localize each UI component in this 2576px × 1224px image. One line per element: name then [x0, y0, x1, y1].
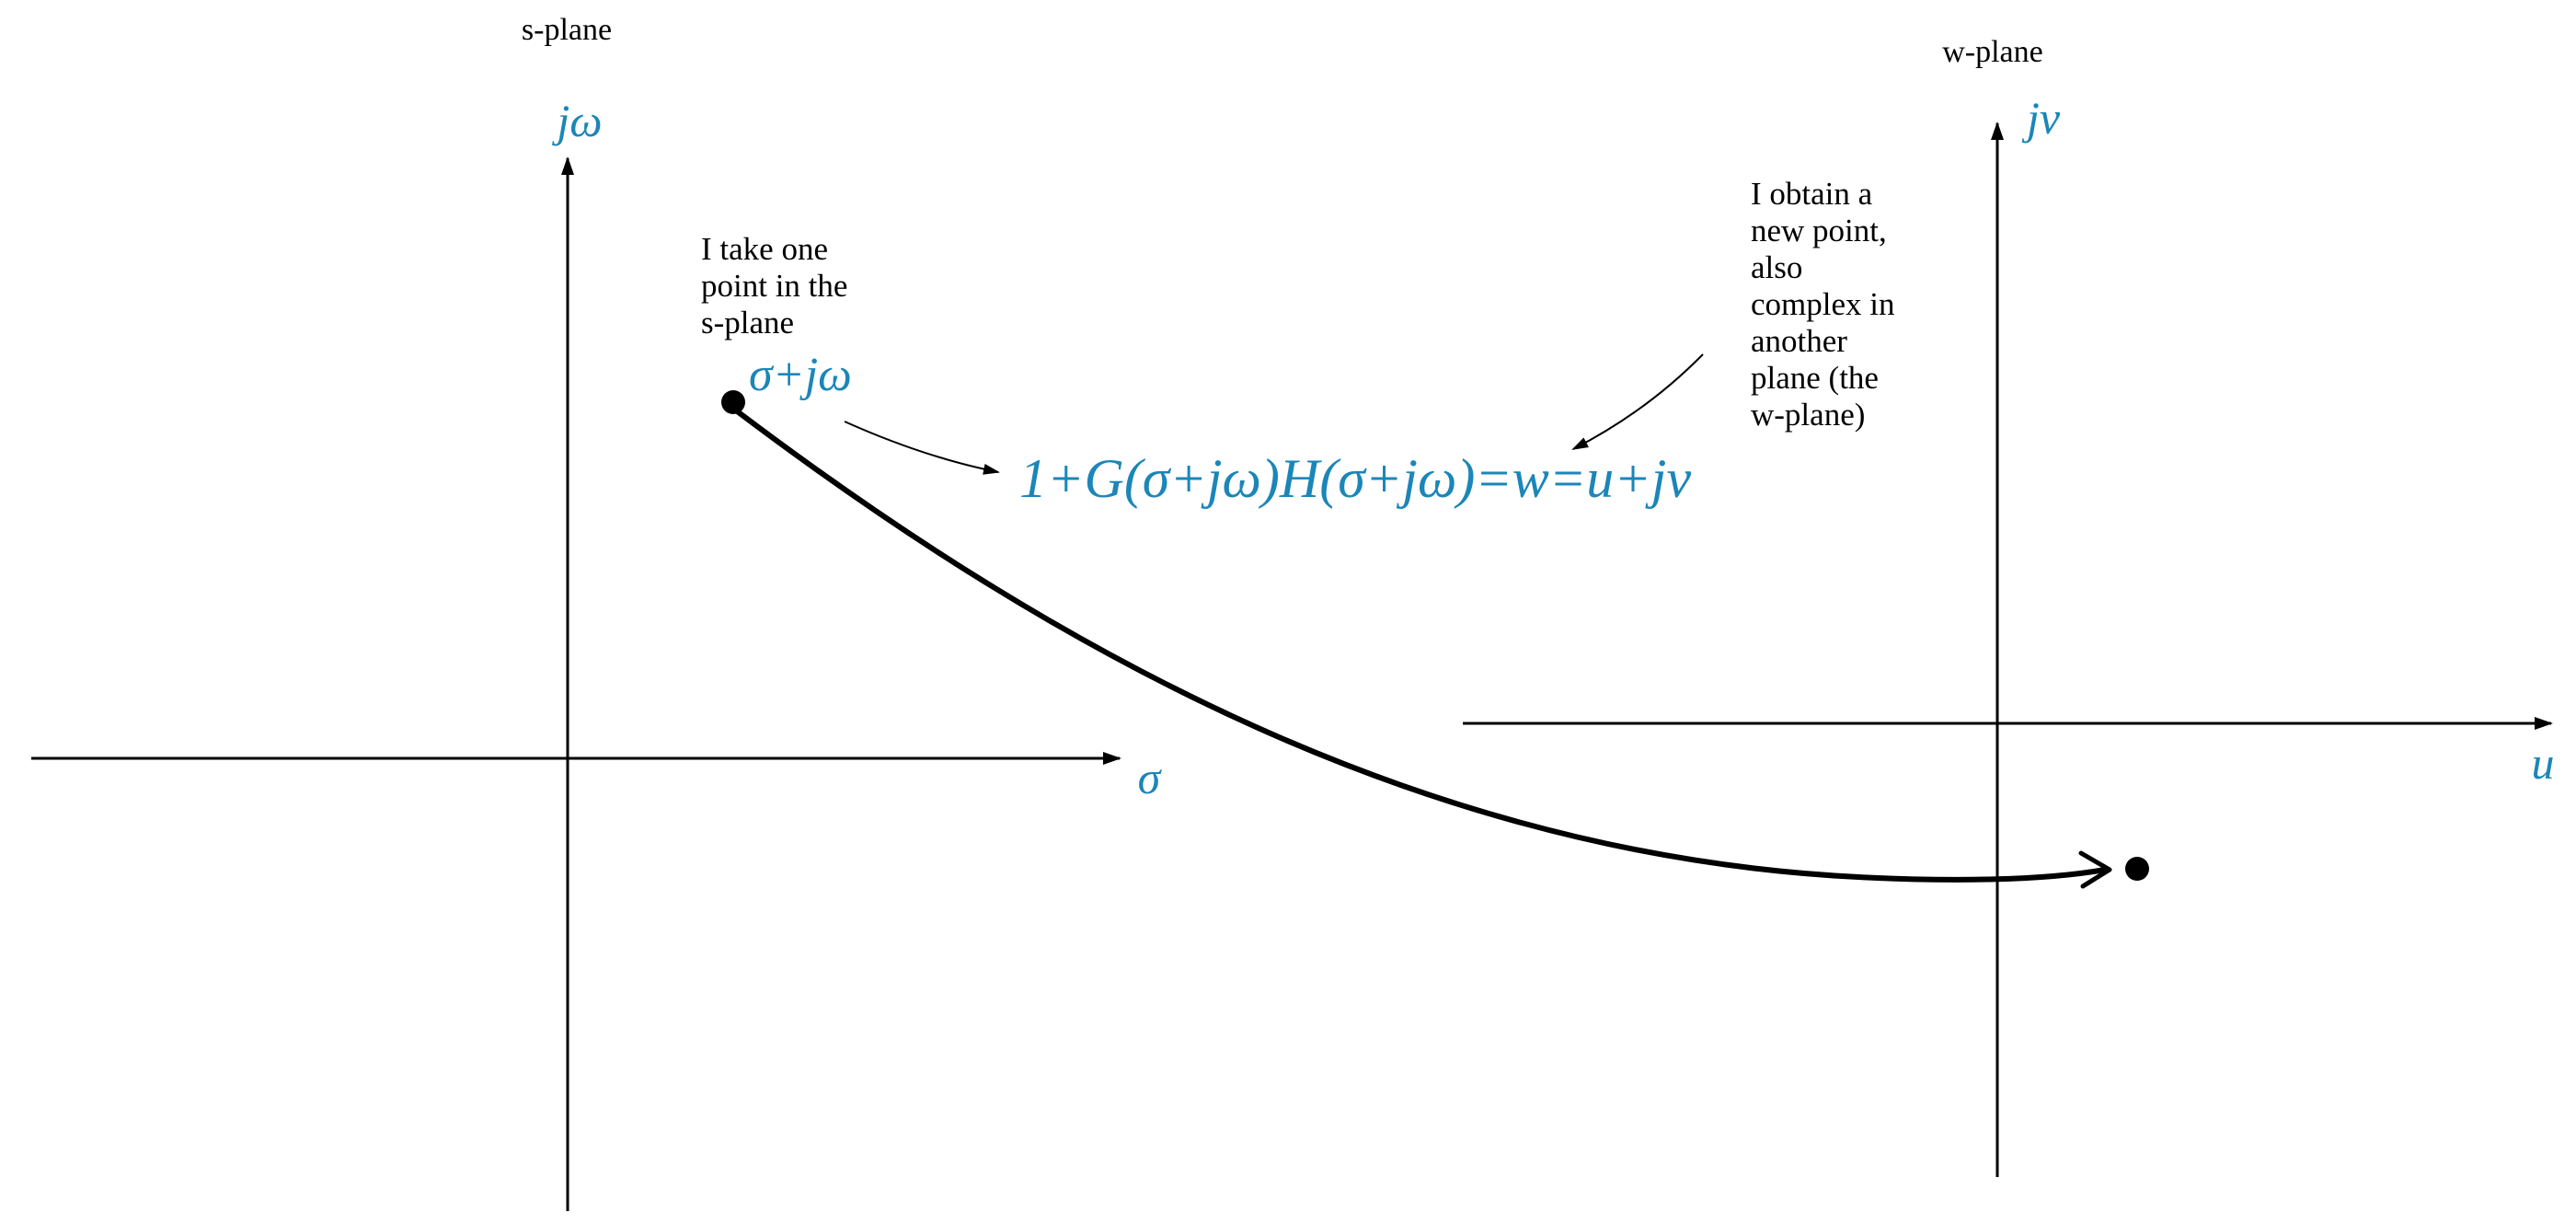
- note-to-equation-arrow: [1571, 353, 1704, 450]
- s-plane-real-axis-label: σ: [1138, 752, 1163, 803]
- w-plane-note-line: also: [1751, 249, 1802, 285]
- s-plane-note: I take one point in the s-plane: [701, 231, 856, 341]
- s-plane-imaginary-axis-label: jω: [551, 95, 602, 146]
- s-plane-note-line: s-plane: [701, 305, 794, 341]
- w-plane-note-line: w-plane): [1751, 397, 1865, 433]
- s-plane: s-plane jω σ I take one point in the s-p…: [31, 13, 1163, 1211]
- w-plane-note-line: complex in: [1751, 286, 1895, 322]
- mapping-arrow-curve: [733, 408, 2108, 883]
- s-plane-point: [721, 390, 745, 414]
- w-plane-title: w-plane: [1942, 35, 2043, 69]
- s-plane-note-line: I take one: [701, 231, 828, 267]
- w-plane-imaginary-axis-label: jv: [2021, 92, 2061, 144]
- mapping-arrowhead: [2078, 850, 2112, 889]
- w-plane-note-line: I obtain a: [1751, 176, 1873, 212]
- w-plane-note: I obtain a new point, also complex in an…: [1751, 176, 1903, 433]
- w-plane-note-line: new point,: [1751, 213, 1887, 248]
- mapping-equation-group: 1+G(σ+jω)H(σ+jω)=w=u+jv: [844, 353, 1704, 509]
- w-plane-note-line: plane (the: [1751, 360, 1879, 396]
- w-plane: w-plane jv u I obtain a new point, also …: [1463, 35, 2555, 1177]
- w-plane-note-line: another: [1751, 323, 1847, 359]
- s-plane-title: s-plane: [522, 13, 612, 47]
- w-plane-real-axis-label: u: [2532, 737, 2555, 789]
- mapping-equation: 1+G(σ+jω)H(σ+jω)=w=u+jv: [1019, 448, 1691, 509]
- w-plane-point: [2125, 857, 2149, 881]
- s-plane-note-line: point in the: [701, 268, 847, 304]
- mapping-arrow: [733, 408, 2112, 889]
- s-plane-point-label: σ+jω: [749, 349, 852, 401]
- point-to-equation-arrow: [844, 421, 1000, 475]
